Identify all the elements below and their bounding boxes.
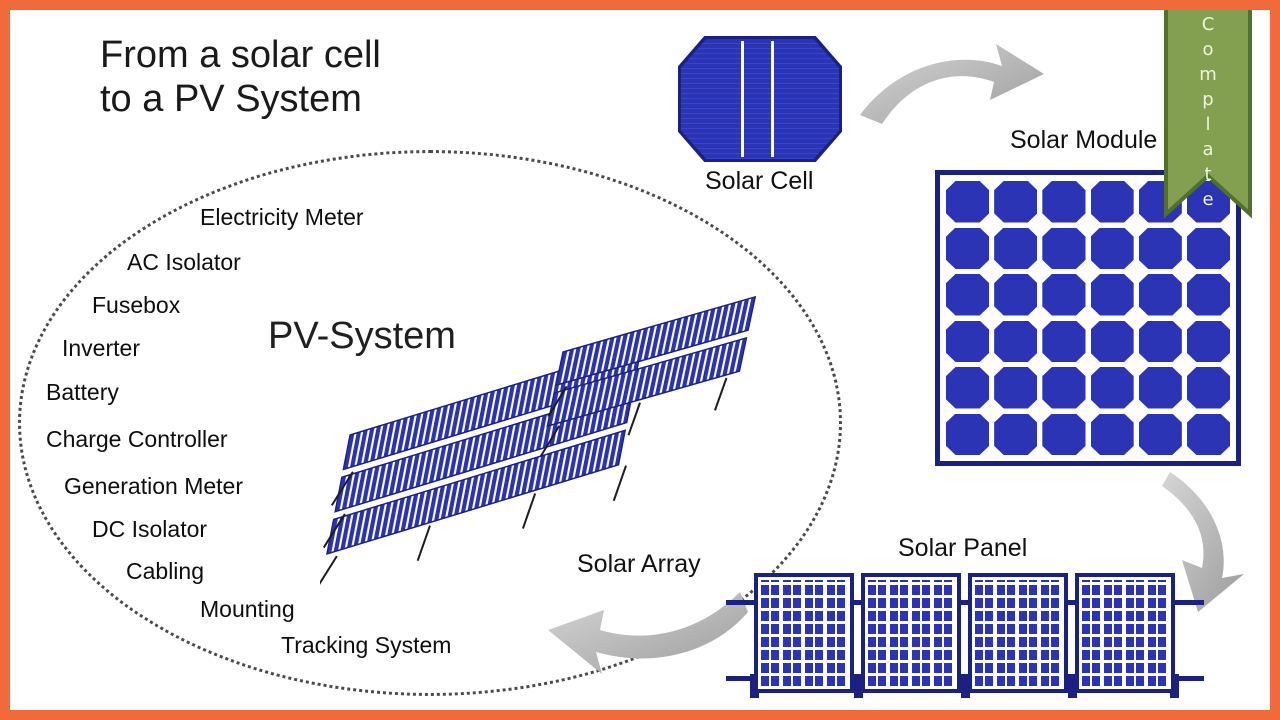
module-cell: [1090, 413, 1134, 455]
module-cell: [1042, 181, 1086, 223]
module-cell: [1186, 274, 1230, 316]
pv-system-label: PV-System: [268, 315, 456, 357]
pv-component: Mounting: [200, 596, 295, 622]
solar-cell-busbar: [771, 41, 775, 157]
solar-module-icon: [935, 170, 1241, 466]
panel-module-cells: [868, 580, 954, 686]
solar-module-label: Solar Module: [1010, 126, 1158, 154]
solar-array-legs: [539, 377, 728, 457]
pv-component: Cabling: [126, 558, 204, 584]
pv-system-ellipse: [18, 150, 842, 696]
solar-cell-label: Solar Cell: [705, 167, 814, 195]
panel-module-cells: [975, 580, 1061, 686]
panel-foot: [1068, 674, 1077, 698]
module-cell: [1186, 227, 1230, 269]
module-cell: [1090, 367, 1134, 409]
page-title-line2: to a PV System: [100, 77, 362, 120]
module-cell: [1186, 320, 1230, 362]
module-cell: [994, 367, 1038, 409]
solar-cell-icon: [678, 36, 842, 162]
module-cell: [1138, 274, 1182, 316]
module-cell: [1042, 367, 1086, 409]
mounting-rail-bottom: [726, 676, 1204, 681]
module-cell: [946, 274, 990, 316]
mounting-rail-top: [726, 600, 1204, 605]
pv-component: Charge Controller: [46, 426, 228, 452]
pv-component: Generation Meter: [64, 473, 243, 499]
panel-module: [861, 573, 961, 693]
complete-ribbon-text: Complate: [1197, 14, 1219, 214]
page-title-line1: From a solar cell: [100, 34, 381, 76]
arrow-cell-to-module-icon: [860, 44, 1044, 124]
module-cell: [994, 181, 1038, 223]
module-cell: [1042, 320, 1086, 362]
solar-cell-busbar: [741, 41, 745, 157]
module-cell: [946, 320, 990, 362]
module-cell: [1186, 413, 1230, 455]
panel-module: [968, 573, 1068, 693]
module-cell: [994, 320, 1038, 362]
module-cell: [1138, 320, 1182, 362]
panel-foot: [961, 674, 970, 698]
panel-module: [1075, 573, 1175, 693]
module-cell: [1138, 367, 1182, 409]
pv-component: Tracking System: [281, 632, 452, 658]
solar-array-graphic: [320, 295, 757, 591]
pv-component: Electricity Meter: [200, 204, 364, 230]
module-cell: [1042, 227, 1086, 269]
module-cell: [946, 367, 990, 409]
module-cell: [1186, 367, 1230, 409]
solar-panel-label: Solar Panel: [898, 534, 1028, 562]
panel-module-cells: [761, 580, 847, 686]
complete-ribbon-icon: [1164, 8, 1252, 219]
solar-array-label: Solar Array: [577, 550, 701, 578]
solar-module-grid: [946, 181, 1230, 455]
module-cell: [1090, 181, 1134, 223]
module-cell: [994, 227, 1038, 269]
module-cell: [1090, 227, 1134, 269]
pv-component: Fusebox: [92, 292, 181, 318]
module-cell: [1042, 274, 1086, 316]
module-cell: [1090, 274, 1134, 316]
module-cell: [1042, 413, 1086, 455]
solar-array-upper: [539, 295, 757, 457]
module-cell: [1138, 413, 1182, 455]
pv-component: Battery: [46, 379, 119, 405]
solar-array-legs: [320, 465, 627, 591]
module-cell: [1090, 320, 1134, 362]
module-cell: [946, 413, 990, 455]
panel-module: [754, 573, 854, 693]
module-cell: [946, 181, 990, 223]
module-cell: [1138, 227, 1182, 269]
module-cell: [946, 227, 990, 269]
pv-component: AC Isolator: [127, 249, 241, 275]
module-cell: [994, 274, 1038, 316]
pv-component: DC Isolator: [92, 516, 208, 542]
solar-panel-icon: [726, 568, 1204, 714]
panel-foot: [854, 674, 863, 698]
complete-ribbon: Complate: [1162, 14, 1254, 214]
pv-component: Inverter: [62, 335, 140, 361]
panel-module-cells: [1082, 580, 1168, 686]
solar-cell-surface: [681, 39, 839, 159]
module-cell: [994, 413, 1038, 455]
page-title: From a solar cell to a PV System: [100, 34, 381, 121]
solar-panel-modules: [754, 573, 1175, 693]
